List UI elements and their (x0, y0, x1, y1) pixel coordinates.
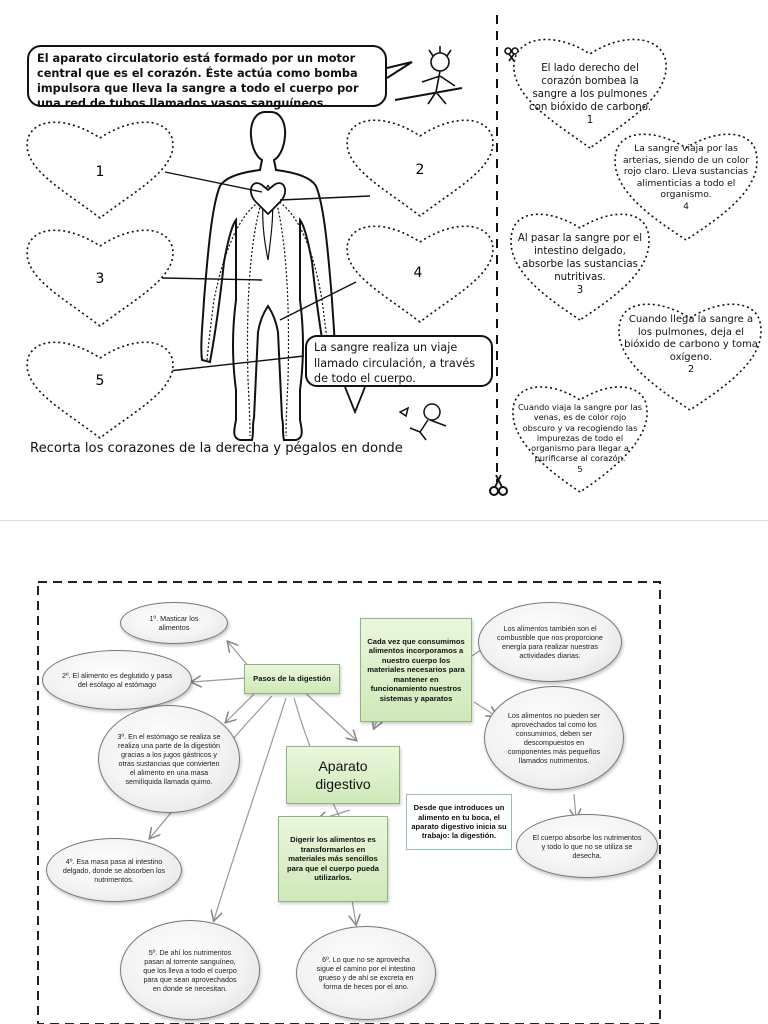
step-2-ellipse: 2º. El alimento es deglutido y pasa del … (42, 650, 192, 710)
cutout-heart-3 (510, 213, 650, 321)
step-1-ellipse: 1º. Masticar los alimentos (120, 602, 228, 644)
pointer-lines (159, 171, 371, 373)
cutout-heart-text: La sangre viaja por las arterias, siendo… (622, 143, 750, 212)
cutout-heart-text: Cuando llega la sangre a los pulmones, d… (624, 314, 758, 375)
empty-heart-number: 2 (416, 162, 425, 178)
step-6-ellipse: 6º. Lo que no se aprovecha sigue el cami… (296, 926, 436, 1020)
empty-heart-number: 5 (96, 373, 105, 389)
digestion-steps-box: Pasos de la digestión (244, 664, 340, 694)
running-character-icon (398, 403, 447, 441)
cutout-heart-5 (512, 386, 648, 493)
cutout-heart-shapes (510, 38, 762, 493)
worksheet-drawing: 1 2 3 4 5 (26, 15, 762, 496)
fuel-note-ellipse: Los alimentos también son el combustible… (478, 602, 622, 682)
empty-heart-1 (26, 121, 174, 220)
cutout-heart-text: El lado derecho del corazón bombea la sa… (529, 63, 651, 126)
cutout-heart-2 (618, 303, 762, 411)
empty-heart-3 (26, 229, 174, 328)
incorporate-materials-box: Cada vez que consumimos alimentos incorp… (360, 618, 472, 722)
step-3-ellipse: 3º. En el estómago se realiza se realiza… (98, 705, 240, 813)
scissors-icon (489, 474, 508, 496)
circulation-speech-bubble: La sangre realiza un viaje llamado circu… (305, 335, 493, 387)
cutout-heart-1 (513, 38, 667, 149)
empty-heart-number: 3 (96, 271, 105, 287)
empty-heart-number: 1 (96, 164, 105, 180)
instruction-text: Recorta los corazones de la derecha y pé… (30, 441, 403, 456)
human-body-figure (200, 111, 336, 441)
digestive-system-center-box: Aparato digestivo (286, 746, 400, 804)
empty-heart-5 (26, 341, 174, 440)
digestion-start-box: Desde que introduces un alimento en tu b… (406, 794, 512, 850)
blood-vessels (206, 199, 331, 437)
cannot-use-note-ellipse: Los alimentos no pueden ser aprovechados… (484, 686, 624, 790)
cutout-heart-text: Al pasar la sangre por el intestino delg… (517, 233, 643, 296)
cartoon-character-icon (394, 46, 463, 105)
empty-heart-number: 4 (414, 265, 423, 281)
section-divider (0, 520, 768, 521)
heart-organ-icon (249, 182, 287, 216)
empty-heart-4 (346, 225, 494, 324)
empty-hearts (26, 119, 494, 440)
cutout-heart-4 (614, 133, 758, 241)
dashed-frame (37, 581, 661, 1024)
empty-heart-2 (346, 119, 494, 218)
absorbs-note-ellipse: El cuerpo absorbe los nutrimentos y todo… (516, 814, 658, 878)
intro-text-box: El aparato circulatorio está formado por… (27, 45, 387, 110)
step-4-ellipse: 4º. Esa masa pasa al intestino delgado, … (46, 838, 182, 902)
step-5-ellipse: 5º. De ahí los nutrimentos pasan al torr… (120, 920, 260, 1020)
circulatory-worksheet: 1 2 3 4 5 El aparato circulatorio está f… (26, 15, 762, 496)
cutout-heart-text: Cuando viaja la sangre por las venas, es… (517, 402, 643, 474)
digest-definition-box: Digerir los alimentos es transformarlos … (278, 816, 388, 902)
digestive-concept-map: 1º. Masticar los alimentos 2º. El alimen… (0, 520, 768, 1024)
